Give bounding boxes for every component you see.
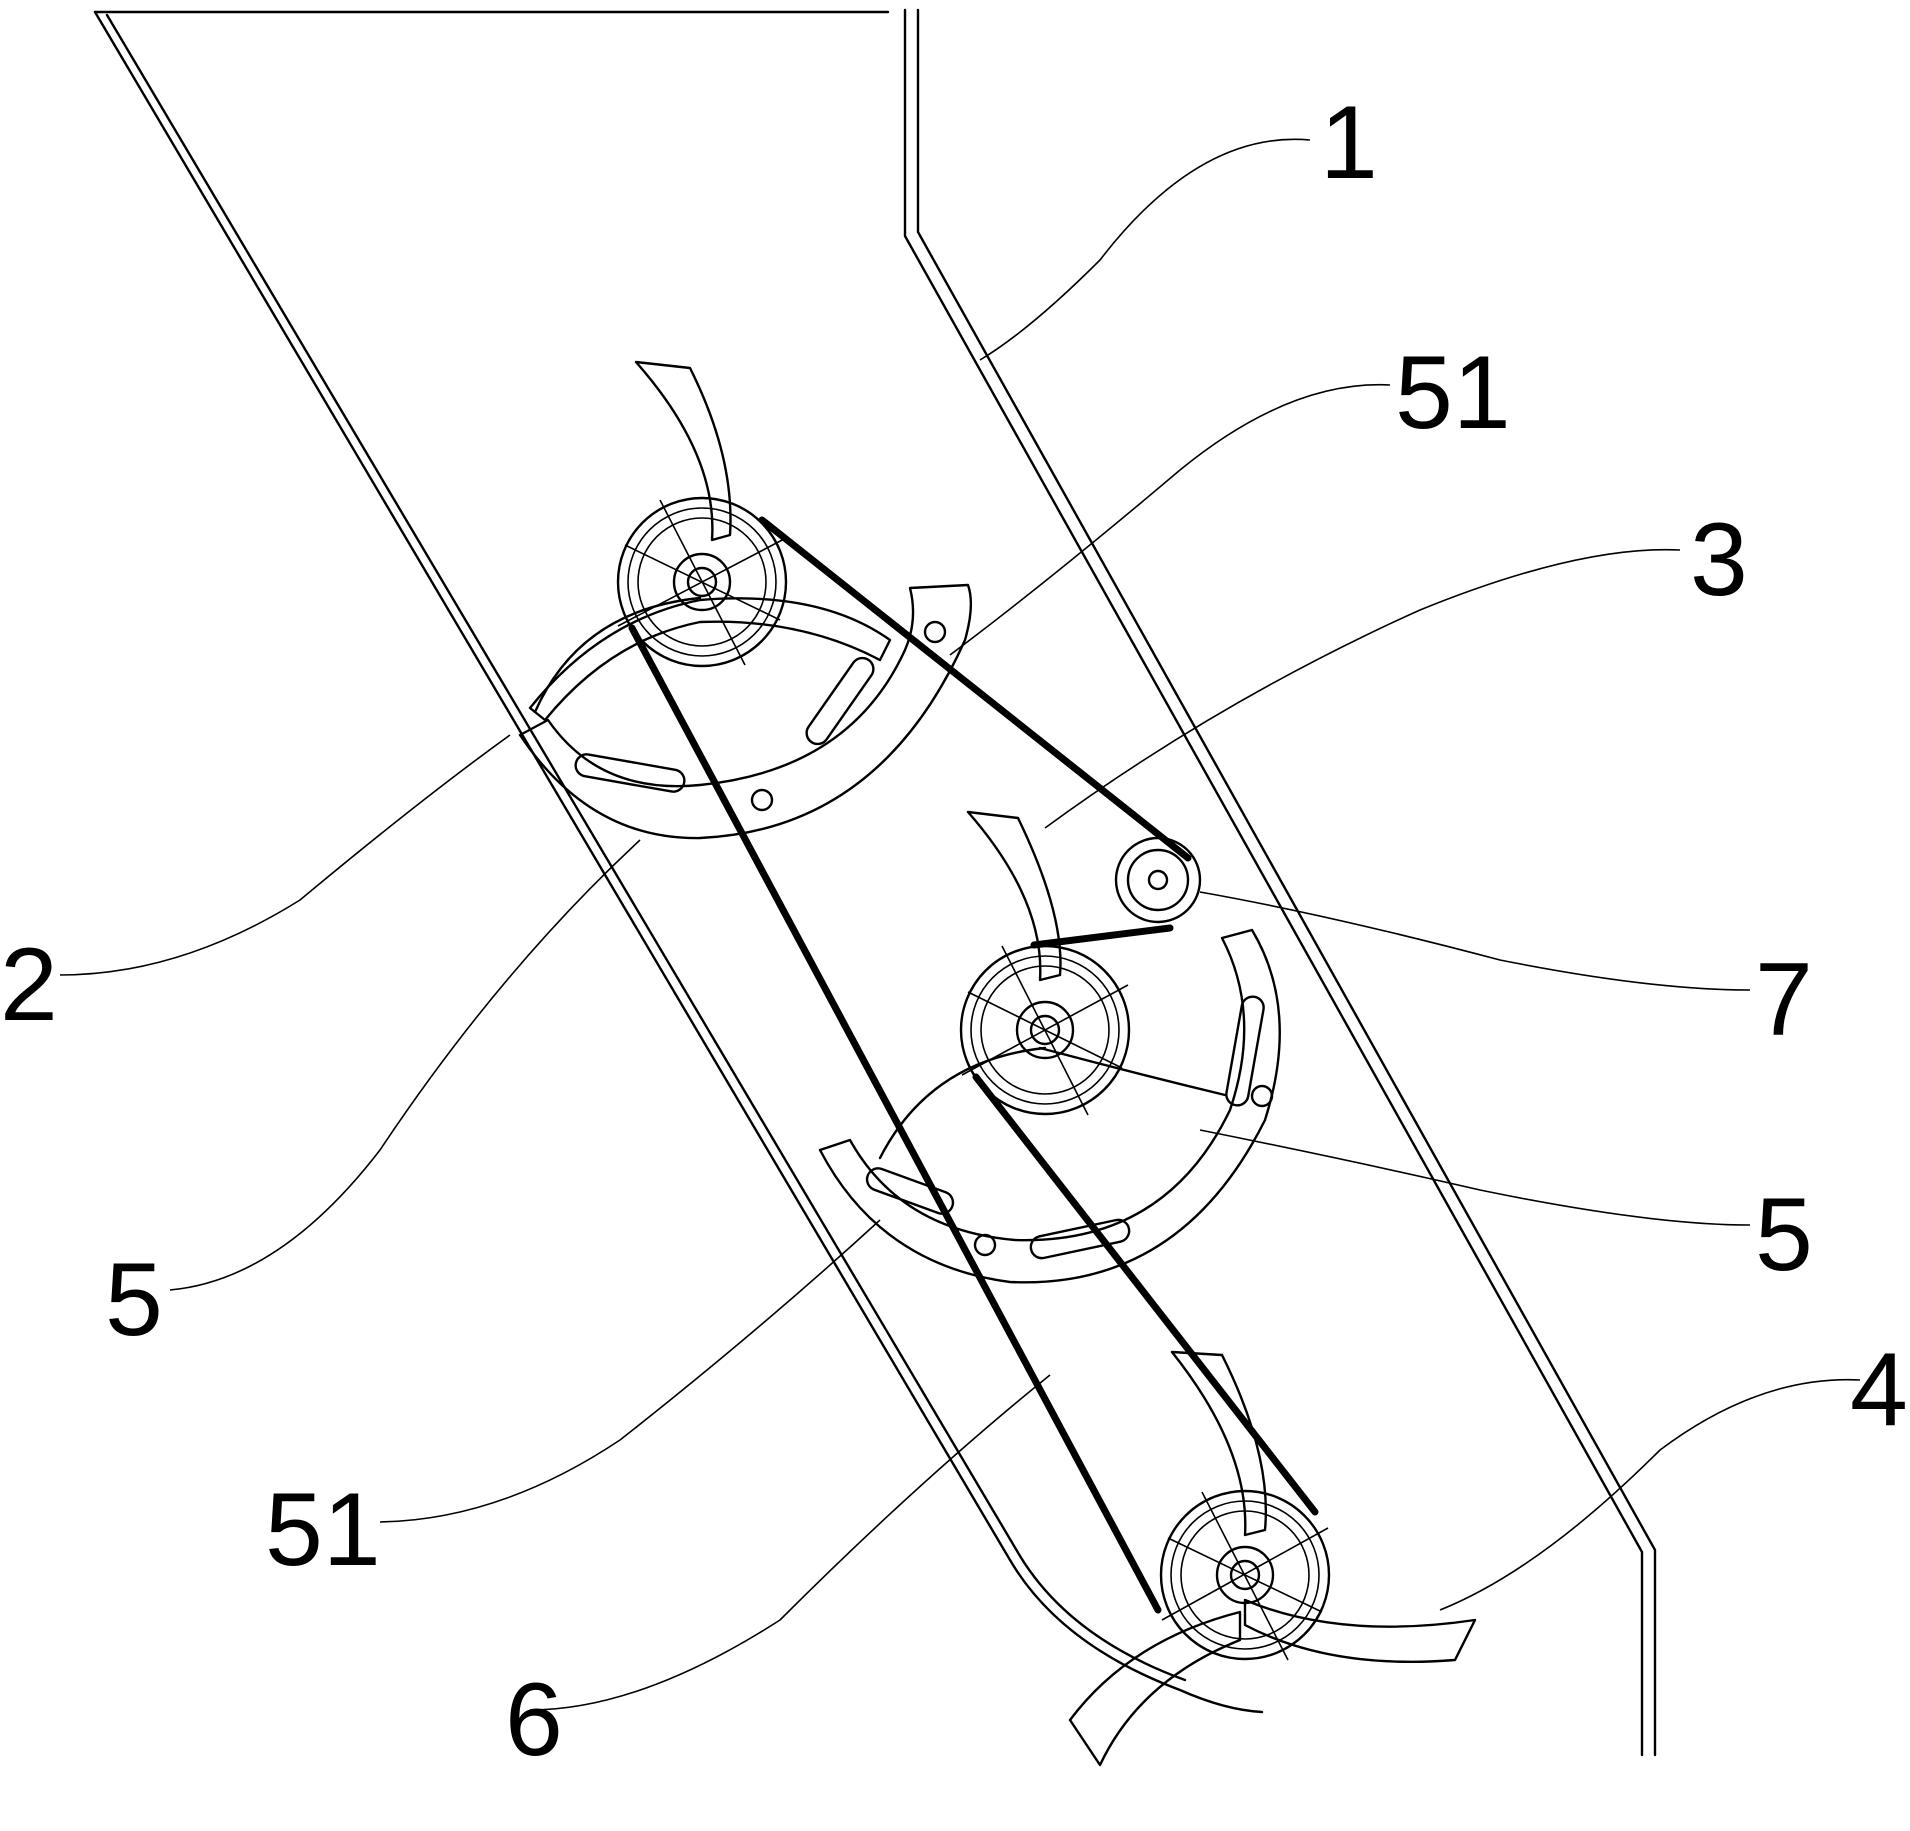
idler-hub [1147, 869, 1169, 891]
middle-hub-outer [1015, 1000, 1075, 1060]
idler-outer [1114, 836, 1202, 924]
middle-pin-1 [973, 1233, 997, 1257]
label-51-bottom: 51 [265, 1472, 381, 1588]
lower-pulley-outer [1159, 1489, 1331, 1661]
middle-pulley-outer [959, 944, 1131, 1116]
housing-left-wall [93, 10, 1264, 1714]
upper-hub-outer [672, 552, 732, 612]
label-2: 2 [0, 927, 58, 1043]
idler-pulley [1114, 836, 1202, 924]
upper-blade-lower [528, 597, 892, 722]
upper-arc-ring [533, 596, 702, 714]
middle-pulley-ring [970, 955, 1120, 1105]
lower-pulley-ring-2 [1180, 1510, 1310, 1640]
lower-rotor [1068, 1350, 1477, 1767]
upper-pulley-outer [616, 496, 788, 668]
upper-pin-2 [923, 620, 947, 644]
leader-6 [529, 1374, 1051, 1711]
upper-spoke-c [624, 544, 781, 621]
middle-slot-left [865, 1167, 955, 1215]
belt-idler-to-mid [1030, 924, 1174, 949]
upper-rotor [528, 360, 892, 722]
middle-spoke-c [967, 991, 1123, 1069]
upper-blade [634, 360, 732, 542]
upper-hub-inner [686, 566, 718, 598]
housing-left-wall-inner [105, 13, 1187, 1682]
middle-blade [966, 810, 1062, 982]
middle-arc-adjuster [818, 928, 1281, 1284]
belt-top-to-bottom [628, 624, 1162, 1614]
leader-1 [979, 138, 1311, 361]
label-1: 1 [1320, 85, 1378, 201]
belt-mid-to-bottom [972, 1073, 1319, 1516]
leader-51-bottom [379, 1219, 881, 1523]
middle-arc-bracket-outer [818, 928, 1281, 1284]
middle-arc-lip [1038, 1046, 1227, 1097]
middle-rotor [959, 810, 1131, 1116]
leader-5-left [169, 839, 641, 1291]
leader-51-top [949, 383, 1391, 656]
upper-pulley-ring [627, 507, 777, 657]
upper-slot-left [574, 753, 686, 793]
middle-pin-2 [1250, 1084, 1274, 1108]
leader-5-right [1199, 1129, 1751, 1226]
upper-pulley-ring-2 [637, 517, 767, 647]
label-3: 3 [1690, 502, 1748, 618]
middle-pulley-ring-2 [980, 965, 1110, 1095]
housing-right-wall [903, 8, 1644, 1757]
lower-spoke-c [1167, 1537, 1323, 1613]
lower-blade [1170, 1350, 1268, 1537]
label-51-top: 51 [1395, 335, 1511, 451]
lower-spoke-b [1201, 1491, 1289, 1661]
upper-pin-1 [750, 788, 774, 812]
housing-right-wall-inner [916, 8, 1657, 1757]
middle-hub-inner [1029, 1014, 1061, 1046]
middle-slot-right [1225, 995, 1265, 1107]
upper-slot-right [805, 656, 875, 746]
leader-3 [1044, 548, 1681, 829]
idler-ring [1126, 848, 1190, 912]
upper-arc-bracket-outer [518, 583, 973, 840]
upper-arc-adjuster [518, 583, 973, 840]
transmission-belt [628, 516, 1319, 1614]
belt-top-to-idler [758, 516, 1192, 862]
leader-4 [1439, 1378, 1861, 1611]
leader-2 [59, 734, 511, 976]
middle-slot-bottom [1029, 1218, 1131, 1260]
leader-7 [1199, 891, 1751, 991]
leader-lines [59, 138, 1861, 1711]
middle-arc-ring [878, 1046, 1047, 1160]
lower-hub-outer [1215, 1545, 1275, 1605]
label-6: 6 [505, 1662, 563, 1778]
label-4: 4 [1850, 1332, 1908, 1448]
lower-blade-left [1068, 1610, 1242, 1767]
lower-blade-right [1243, 1598, 1477, 1663]
label-5-left: 5 [105, 1242, 163, 1358]
housing-chute [93, 8, 1657, 1757]
lower-pulley-ring [1170, 1500, 1320, 1650]
label-7: 7 [1755, 942, 1813, 1058]
label-5-right: 5 [1755, 1177, 1813, 1293]
reference-labels: 1 51 3 2 7 5 5 4 51 6 [0, 85, 1908, 1778]
lower-hub-inner [1229, 1559, 1261, 1591]
lower-spoke-a [1161, 1527, 1329, 1621]
